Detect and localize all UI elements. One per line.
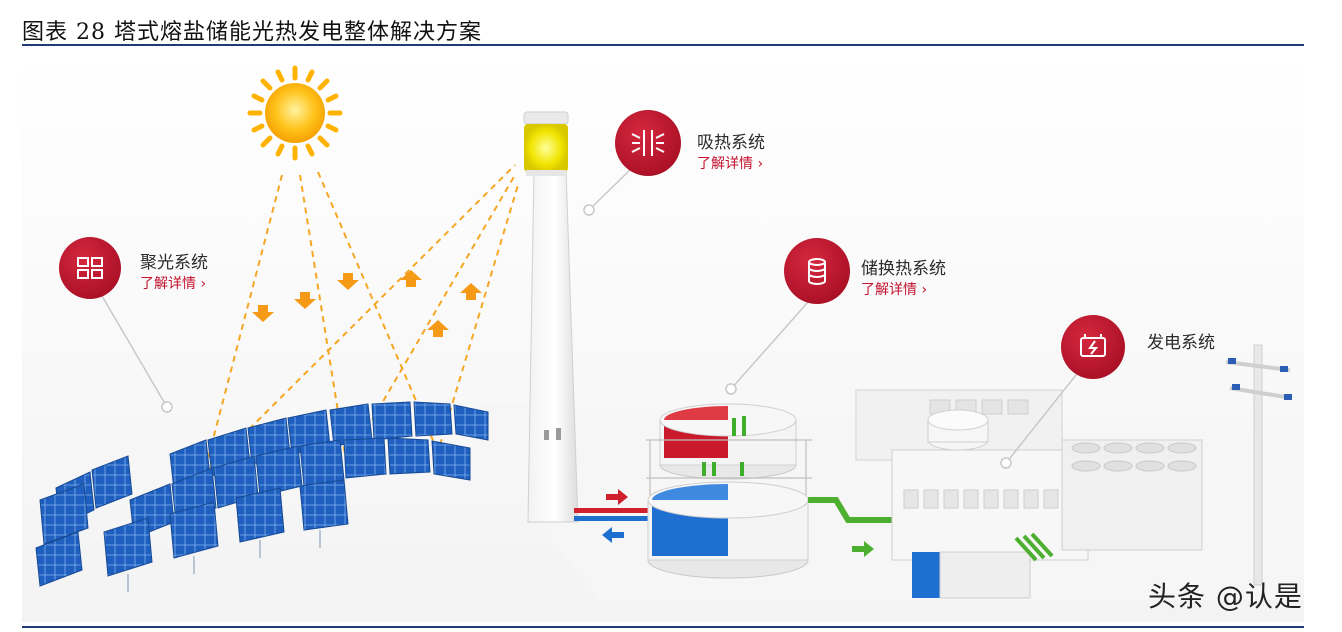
salt-pipes [574, 489, 654, 543]
reflected-beams [209, 164, 519, 469]
callout-power-generation-badge[interactable] [1061, 315, 1125, 379]
callout-concentration-more-link[interactable]: 了解详情 › [140, 276, 207, 292]
transmission-pole [1225, 344, 1293, 586]
bottom-rule [22, 626, 1304, 628]
callout-concentration-name: 聚光系统 [140, 253, 208, 273]
power-block [855, 389, 1203, 599]
storage-tanks [646, 403, 812, 579]
heliostat-icon [77, 257, 103, 279]
generator-icon [1080, 334, 1106, 357]
solar-tower [523, 111, 579, 523]
callout-concentration-badge[interactable] [59, 237, 121, 299]
callout-heat-absorption-badge[interactable] [615, 110, 681, 176]
callout-heat-absorption-name: 吸热系统 [697, 133, 765, 153]
callout-leader-lines [101, 165, 1081, 464]
sun-icon [247, 65, 343, 161]
storage-tank-icon [808, 258, 826, 285]
callout-storage-exchange-badge[interactable] [784, 238, 850, 304]
callout-storage-exchange-name: 储换热系统 [861, 259, 946, 279]
callout-anchor-dots [161, 204, 1012, 469]
beam-arrows [252, 270, 482, 337]
figure-title: 图表 28 塔式熔盐储能光热发电整体解决方案 [22, 20, 482, 45]
heliostat-field [35, 401, 489, 592]
steam-pipe [808, 497, 908, 557]
callout-power-generation-name: 发电系统 [1147, 333, 1215, 353]
callout-storage-exchange-more-link[interactable]: 了解详情 › [861, 282, 928, 298]
top-rule [22, 44, 1304, 46]
watermark: 头条 @认是 [1148, 580, 1303, 613]
absorber-icon [631, 130, 665, 156]
callout-heat-absorption-more-link[interactable]: 了解详情 › [697, 156, 764, 172]
